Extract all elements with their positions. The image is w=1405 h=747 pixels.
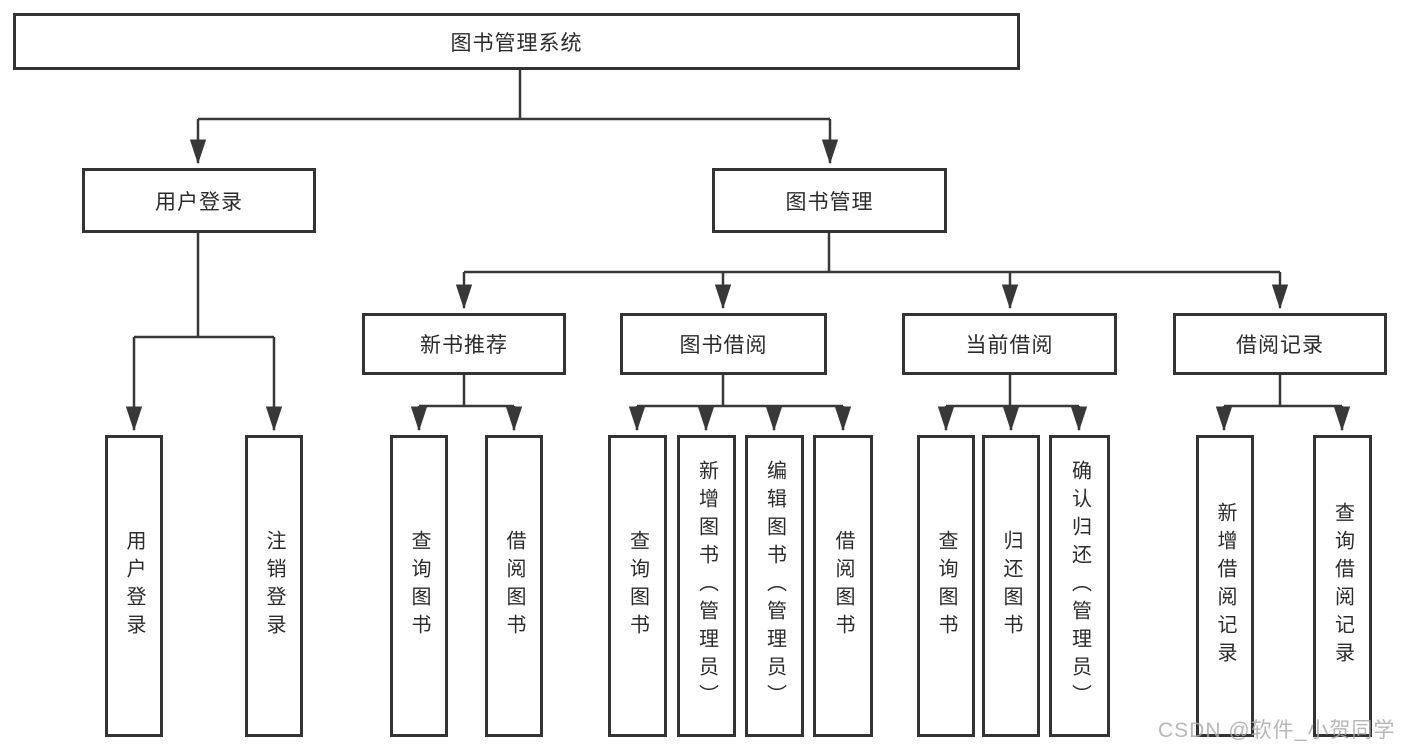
leaf-recommend-borrow-book: 借阅图书: [485, 435, 543, 737]
leaf-user-login: 用户登录: [105, 435, 163, 737]
node-label: 确认归还（管理员）: [1068, 460, 1091, 712]
leaf-current-query-book: 查询图书: [917, 435, 975, 737]
leaf-records-query-record: 查询借阅记录: [1313, 435, 1372, 737]
leaf-records-add-record: 新增借阅记录: [1196, 435, 1254, 737]
node-label: 用户登录: [155, 190, 243, 214]
leaf-current-confirm-return-admin: 确认归还（管理员）: [1049, 435, 1110, 737]
node-label: 编辑图书（管理员）: [763, 460, 786, 712]
node-current-borrow: 当前借阅: [902, 313, 1117, 375]
node-label: 当前借阅: [965, 334, 1054, 357]
node-label: 借阅记录: [1236, 334, 1324, 357]
node-user-login: 用户登录: [82, 168, 316, 233]
leaf-borrow-edit-book-admin: 编辑图书（管理员）: [745, 435, 804, 737]
leaf-borrow-borrow-book: 借阅图书: [813, 435, 873, 737]
node-label: 新增借阅记录: [1214, 502, 1236, 670]
node-label: 图书管理: [785, 190, 874, 214]
csdn-watermark: CSDN @软件_小贺同学: [1158, 719, 1396, 742]
node-label: 新增图书（管理员）: [695, 460, 718, 712]
node-label: 查询图书: [408, 530, 430, 642]
node-label: 用户登录: [123, 530, 145, 642]
node-book-management: 图书管理: [712, 168, 947, 233]
node-label: 归还图书: [1000, 530, 1022, 642]
node-label: 图书借阅: [679, 334, 768, 357]
node-book-borrow: 图书借阅: [620, 313, 827, 375]
node-root-system: 图书管理系统: [13, 13, 1020, 70]
leaf-current-return-book: 归还图书: [982, 435, 1040, 737]
leaf-recommend-query-book: 查询图书: [390, 435, 448, 737]
node-borrow-records: 借阅记录: [1173, 313, 1387, 375]
leaf-logout: 注销登录: [245, 435, 303, 737]
node-label: 新书推荐: [420, 334, 508, 357]
node-label: 查询图书: [626, 530, 649, 642]
leaf-borrow-query-book: 查询图书: [608, 435, 667, 737]
leaf-borrow-add-book-admin: 新增图书（管理员）: [677, 435, 736, 737]
node-new-book-recommend: 新书推荐: [362, 313, 566, 375]
node-label: 借阅图书: [832, 530, 854, 642]
node-label: 查询借阅记录: [1331, 502, 1354, 670]
node-label: 查询图书: [935, 530, 957, 642]
node-label: 注销登录: [263, 530, 285, 642]
node-label: 图书管理系统: [450, 31, 583, 55]
node-label: 借阅图书: [503, 530, 525, 642]
